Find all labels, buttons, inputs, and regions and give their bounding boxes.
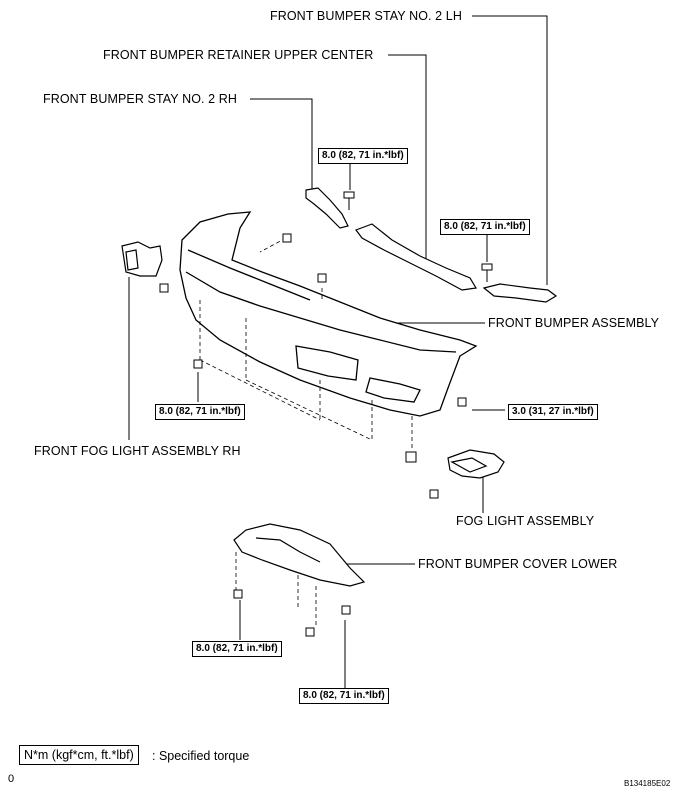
label-retainer: FRONT BUMPER RETAINER UPPER CENTER [103,48,374,62]
fog-lh-part [447,449,505,479]
torque-box-bumper-lower-rh: 8.0 (82, 71 in.*lbf) [155,404,245,420]
leader-retainer [388,54,427,262]
torque-box-cover-left: 8.0 (82, 71 in.*lbf) [192,641,282,657]
clips [193,233,467,463]
label-stay-rh: FRONT BUMPER STAY NO. 2 RH [43,92,238,106]
torque-box-cover-right: 8.0 (82, 71 in.*lbf) [299,688,389,704]
legend-unit-box: N*m (kgf*cm, ft.*lbf) [19,745,139,765]
torque-box-bumper-lower-lh: 3.0 (31, 27 in.*lbf) [508,404,598,420]
bolt-stay-lh [481,263,493,282]
stay-rh-part [305,187,349,229]
label-bumper-assembly: FRONT BUMPER ASSEMBLY [488,316,660,330]
torque-box-stay-lh: 8.0 (82, 71 in.*lbf) [440,219,530,235]
footer-left: 0 [8,773,15,785]
retainer-part [355,223,477,291]
dashed-guides [199,237,413,626]
label-cover-lower: FRONT BUMPER COVER LOWER [418,557,618,571]
fog-rh-part [121,241,163,277]
legend-text: : Specified torque [152,749,250,763]
bumper-assembly-part [179,211,478,417]
label-stay-lh: FRONT BUMPER STAY NO. 2 LH [270,9,462,23]
label-fog-rh: FRONT FOG LIGHT ASSEMBLY RH [34,444,241,458]
bolt-stay-rh [343,191,355,210]
torque-box-stay-rh: 8.0 (82, 71 in.*lbf) [318,148,408,164]
leader-stay-lh [472,15,548,285]
fog-lh-bolt [429,489,439,499]
label-fog: FOG LIGHT ASSEMBLY [456,514,595,528]
cover-lower-part [233,523,366,587]
fog-rh-bolt [159,283,169,293]
leader-stay-rh [250,98,313,190]
stay-lh-part [482,283,558,303]
figure-code: B134185E02 [624,779,671,788]
cover-lower-bolts [233,589,351,637]
